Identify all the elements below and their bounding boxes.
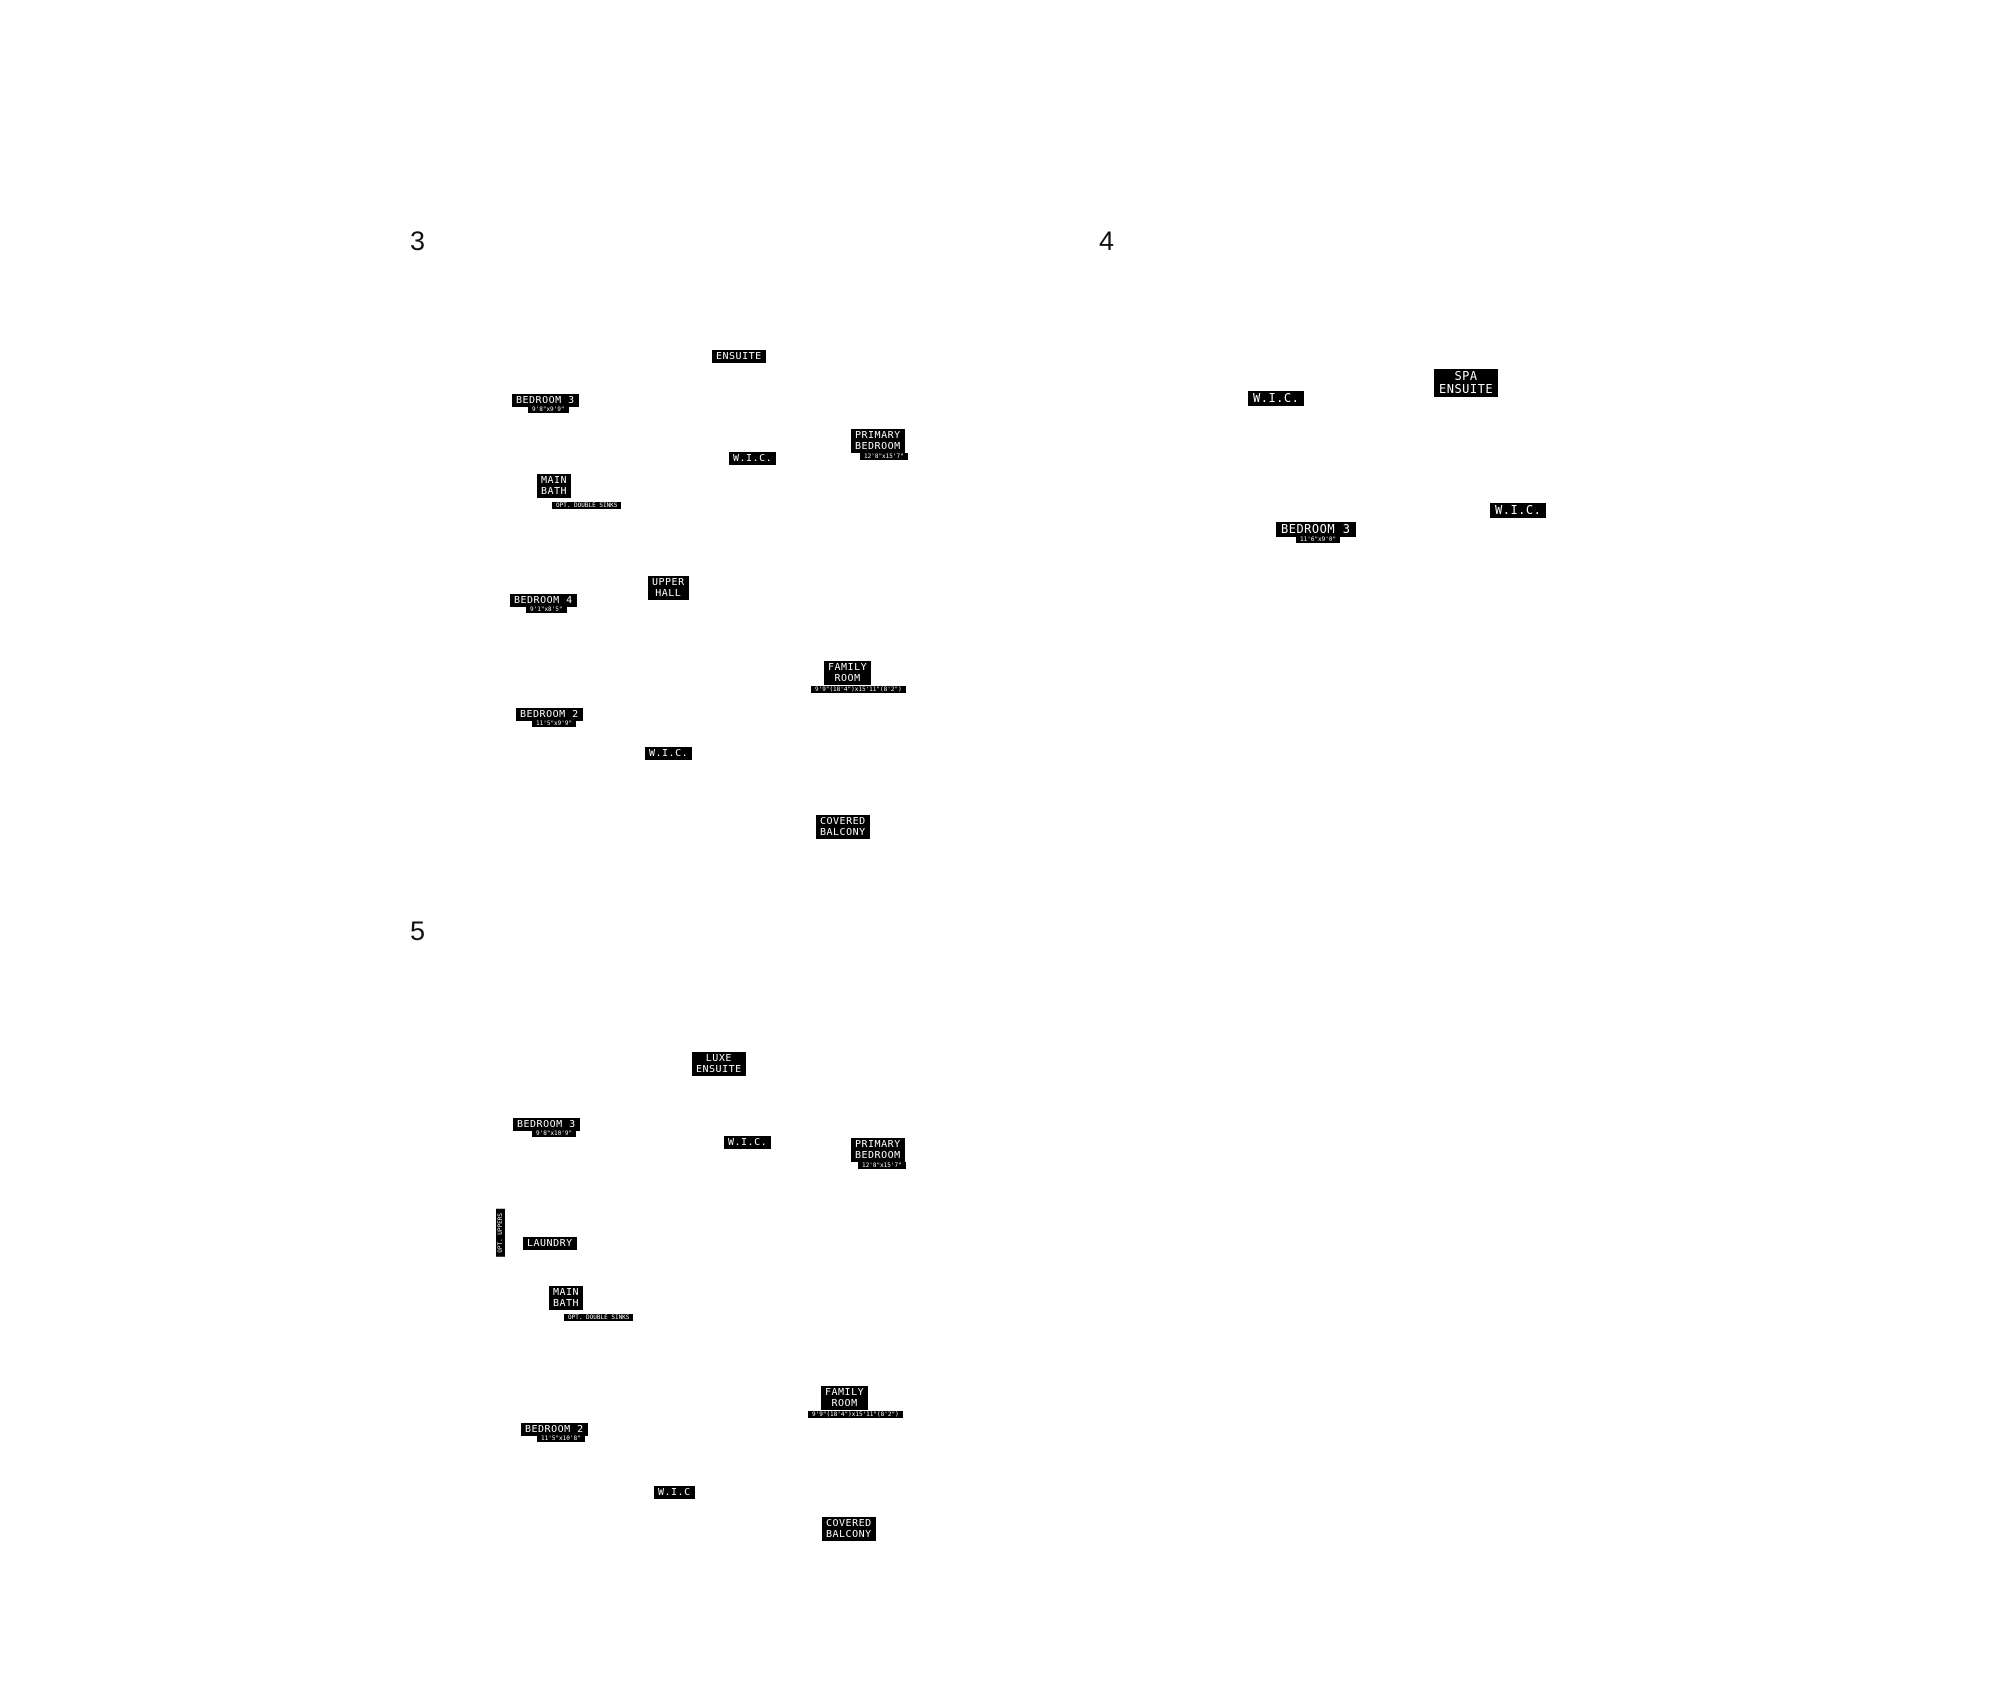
room-label-primary-bedroom: PRIMARY BEDROOM	[851, 429, 905, 453]
room-label-family-room: FAMILY ROOM	[821, 1386, 869, 1410]
room-label-main-bath: MAIN BATH	[537, 474, 572, 498]
room-dimension-family-room: 9'9"(18'4")x15'11"(8'2")	[811, 686, 906, 693]
plan-number-3: 3	[410, 226, 426, 256]
room-dimension-bedroom-4: 9'1"x8'5"	[526, 606, 567, 613]
room-label-spa-ensuite: SPA ENSUITE	[1434, 369, 1499, 397]
room-dimension-bedroom-3: 9'8"x9'9"	[528, 406, 569, 413]
room-label-bedroom-3: BEDROOM 3	[513, 1118, 580, 1131]
room-dimension-bedroom-3: 9'8"x10'9"	[532, 1130, 577, 1137]
room-label-wic-upper: W.I.C.	[724, 1136, 772, 1149]
room-label-wic-right: W.I.C.	[1490, 503, 1547, 518]
room-label-wic-upper: W.I.C.	[729, 452, 777, 465]
room-label-bedroom-2: BEDROOM 2	[521, 1423, 588, 1436]
room-label-bedroom-3: BEDROOM 3	[1276, 522, 1356, 537]
room-label-laundry: LAUNDRY	[523, 1237, 577, 1250]
room-label-covered-balcony: COVERED BALCONY	[822, 1517, 876, 1541]
note-opt-double-sinks: OPT. DOUBLE SINKS	[552, 502, 622, 509]
note-opt-uppers: OPT. UPPERS	[496, 1209, 505, 1257]
plan-number-4: 4	[1099, 226, 1115, 256]
room-label-wic-lower: W.I.C.	[645, 747, 693, 760]
room-label-bedroom-3: BEDROOM 3	[512, 394, 579, 407]
room-dimension-family-room: 9'9"(18'4")x15'11"(8'2")	[808, 1411, 903, 1418]
room-label-primary-bedroom: PRIMARY BEDROOM	[851, 1138, 905, 1162]
room-label-bedroom-2: BEDROOM 2	[516, 708, 583, 721]
room-dimension-bedroom-3: 11'6"x9'0"	[1296, 536, 1341, 543]
room-label-family-room: FAMILY ROOM	[824, 661, 872, 685]
room-label-bedroom-4: BEDROOM 4	[510, 594, 577, 607]
plan-number-5: 5	[410, 916, 426, 946]
room-dimension-primary-bedroom: 12'8"x15'7"	[860, 453, 908, 460]
room-label-covered-balcony: COVERED BALCONY	[816, 815, 870, 839]
room-label-main-bath: MAIN BATH	[549, 1286, 584, 1310]
room-label-ensuite: ENSUITE	[712, 350, 766, 363]
note-opt-double-sinks: OPT. DOUBLE SINKS	[564, 1314, 634, 1321]
room-label-luxe-ensuite: LUXE ENSUITE	[692, 1052, 746, 1076]
room-label-wic-left: W.I.C.	[1248, 391, 1305, 406]
room-dimension-primary-bedroom: 12'8"x15'7"	[858, 1162, 906, 1169]
room-dimension-bedroom-2: 11'5"x9'9"	[532, 720, 577, 727]
room-label-wic-lower: W.I.C	[654, 1486, 695, 1499]
room-dimension-bedroom-2: 11'5"x10'8"	[537, 1435, 585, 1442]
room-label-upper-hall: UPPER HALL	[648, 576, 689, 600]
